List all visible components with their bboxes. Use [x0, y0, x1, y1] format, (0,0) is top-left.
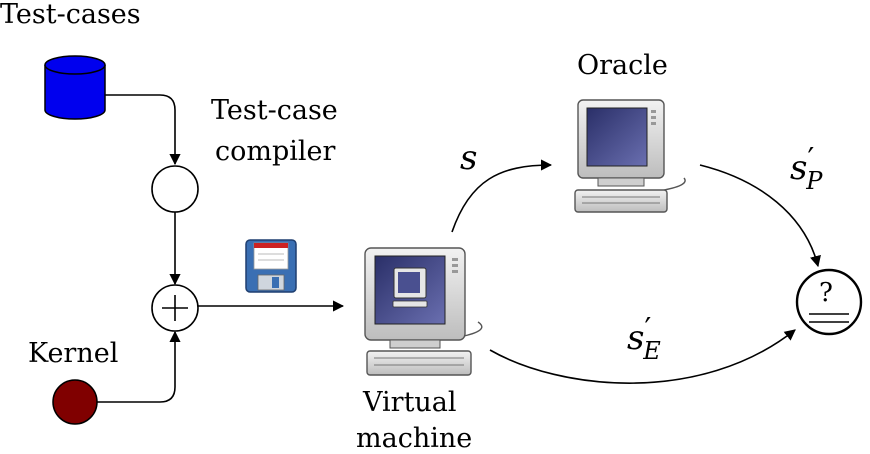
s-e-prime: ′: [644, 312, 652, 347]
vm-computer-icon: [364, 247, 483, 376]
edge-label-s-prime-p: s′P: [790, 142, 830, 195]
compiler-label-line2: compiler: [215, 136, 336, 167]
floppy-disk-icon: [245, 239, 297, 293]
vm-label-line2: machine: [356, 423, 473, 454]
compiler-label-line1: Test-case: [211, 95, 338, 126]
oracle-computer-icon: [574, 99, 686, 213]
edge-vm-to-compare: [489, 329, 796, 384]
s-p-prime: ′: [807, 142, 815, 177]
edge-oracle-to-compare: [699, 164, 821, 268]
vm-label-line1: Virtual: [363, 387, 457, 418]
plus-circle-icon: [151, 284, 199, 332]
test-cases-label: Test-cases: [0, 0, 141, 30]
oracle-label: Oracle: [577, 50, 668, 81]
s-e-base: s: [627, 318, 645, 358]
edge-vm-to-oracle: [451, 159, 553, 233]
database-icon: [44, 55, 106, 120]
edge-label-s-prime-e: s′E: [627, 312, 669, 365]
compiler-node: [151, 165, 199, 213]
edge-kernel-to-plus: [97, 330, 181, 403]
s-e-subscript: E: [643, 337, 661, 365]
equality-check-icon: [795, 268, 863, 336]
s-p-base: s: [790, 148, 808, 188]
kernel-node-icon: [52, 379, 98, 425]
compare-question-mark: ?: [819, 278, 833, 308]
s-p-subscript: P: [806, 167, 823, 195]
edge-db-to-compiler: [105, 94, 181, 166]
kernel-label: Kernel: [28, 338, 119, 369]
edge-label-s: s: [460, 138, 478, 178]
